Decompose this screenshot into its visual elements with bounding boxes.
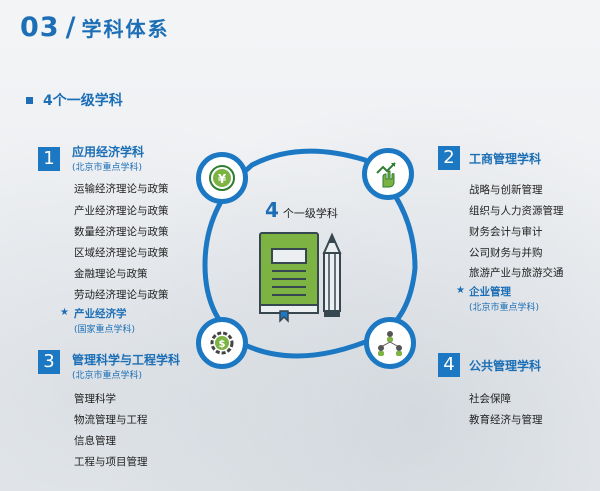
discipline-3-title: 管理科学与工程学科	[72, 353, 181, 367]
yen-coin-icon: ¥	[196, 152, 248, 204]
discipline-3-item: 信息管理	[74, 435, 116, 447]
discipline-4-item: 教育经济与管理	[469, 414, 543, 426]
discipline-4-number: 4	[438, 353, 460, 377]
discipline-1-starred-item: 产业经济学	[74, 308, 127, 320]
discipline-4-title: 公共管理学科	[469, 359, 542, 373]
discipline-3-item: 工程与项目管理	[74, 456, 148, 468]
discipline-4-item: 社会保障	[469, 393, 511, 405]
discipline-1-item: 区域经济理论与政策	[74, 247, 169, 259]
discipline-1-title: 应用经济学科	[72, 145, 145, 159]
page-title: 学科体系	[81, 17, 170, 41]
discipline-3-number: 3	[38, 350, 60, 374]
svg-text:¥: ¥	[218, 172, 227, 186]
discipline-2-item: 公司财务与并购	[469, 247, 543, 259]
discipline-3-note: (北京市重点学科)	[72, 371, 143, 381]
discipline-1-note: (北京市重点学科)	[72, 163, 143, 173]
center-count-label: 个一级学科	[282, 207, 338, 220]
discipline-2-number: 2	[438, 146, 460, 170]
discipline-1-number: 1	[38, 147, 60, 171]
bullet-square-icon	[26, 96, 33, 104]
hand-growth-chart-icon	[362, 148, 414, 200]
star-icon: ★	[60, 307, 69, 318]
discipline-1-starred-note: (国家重点学科)	[74, 325, 136, 335]
section-subtitle: 4个一级学科	[26, 90, 123, 110]
discipline-1-item: 金融理论与政策	[74, 268, 148, 280]
discipline-3-item: 物流管理与工程	[74, 414, 148, 426]
center-label: 4 个一级学科	[265, 198, 338, 222]
book-pencil-icon	[259, 232, 342, 323]
discipline-2-item: 财务会计与审计	[469, 226, 543, 238]
discipline-2-item: 旅游产业与旅游交通	[469, 267, 564, 279]
discipline-3-item: 管理科学	[74, 393, 116, 405]
header-slash: /	[65, 12, 76, 43]
gear-dollar-icon: $	[196, 317, 248, 369]
svg-text:$: $	[219, 339, 226, 350]
discipline-1-item: 运输经济理论与政策	[74, 183, 169, 195]
discipline-2-item: 战略与创新管理	[469, 184, 543, 196]
discipline-2-title: 工商管理学科	[469, 152, 542, 166]
people-network-icon	[364, 317, 416, 369]
subtitle-text: 4个一级学科	[43, 93, 123, 109]
star-icon: ★	[456, 285, 465, 296]
discipline-2-starred-item: 企业管理	[469, 286, 511, 298]
page-header: 03 / 学科体系	[20, 12, 169, 43]
section-number: 03	[20, 12, 60, 43]
center-count: 4	[265, 198, 279, 222]
discipline-1-item: 数量经济理论与政策	[74, 226, 169, 238]
discipline-2-item: 组织与人力资源管理	[469, 205, 564, 217]
discipline-1-item: 产业经济理论与政策	[74, 205, 169, 217]
discipline-1-item: 劳动经济理论与政策	[74, 289, 169, 301]
discipline-2-starred-note: (北京市重点学科)	[469, 303, 540, 313]
